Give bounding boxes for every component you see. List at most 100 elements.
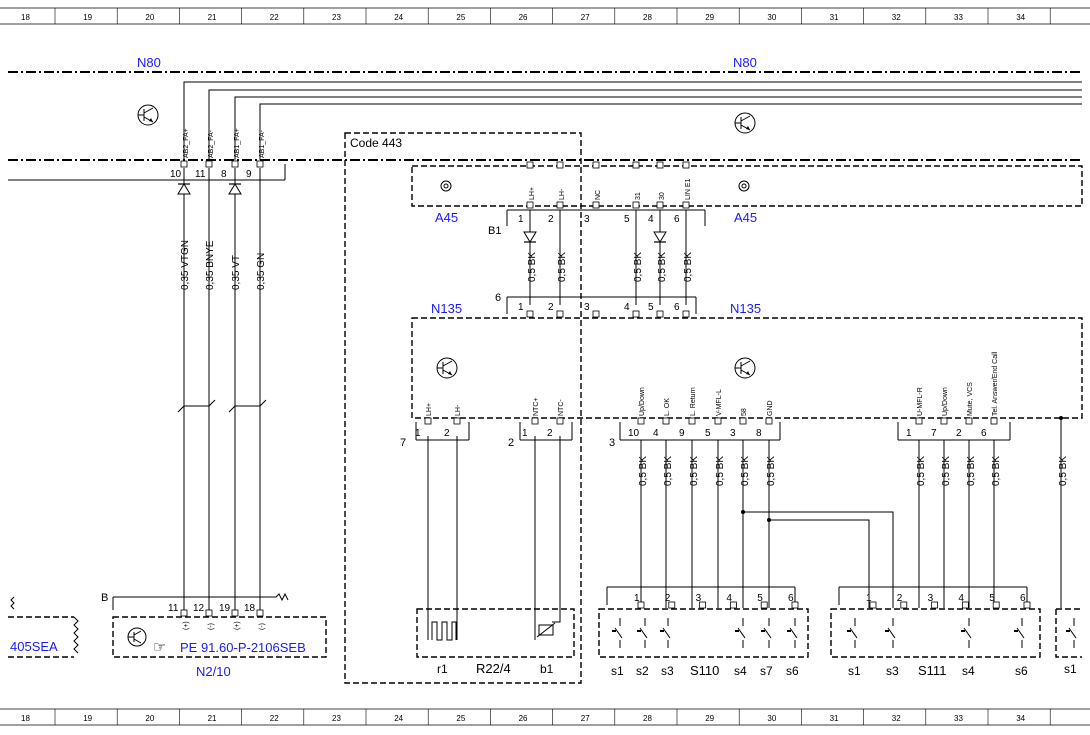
switch-pin-number: 2	[665, 593, 671, 604]
n2-pin-sign: (+)	[183, 621, 190, 630]
s110-switch-label: s1	[611, 664, 624, 678]
pin-socket	[556, 417, 564, 425]
n135-box	[411, 317, 1083, 419]
n2-pin-sign: (+)	[234, 621, 241, 630]
s110-switch-label: s6	[786, 664, 799, 678]
a45-right-label: A45	[734, 210, 757, 225]
ruler-col-label: 24	[394, 714, 403, 723]
switch-icon	[662, 618, 671, 648]
switch-icon	[639, 618, 648, 648]
n80-pin-number: 9	[246, 169, 252, 180]
pin-socket	[231, 160, 239, 168]
signal-wire-gauge: 0,5 BK	[663, 456, 674, 486]
switch-pin-number: 4	[726, 593, 732, 604]
ruler-col-label: 34	[1016, 714, 1025, 723]
signal-wire-gauge: 0,5 BK	[766, 456, 777, 486]
n80-pin-number: 11	[195, 169, 206, 180]
n80-wire-2	[208, 89, 1082, 160]
a45-pin-number: 3	[584, 214, 590, 225]
s110-label: S110	[690, 663, 719, 678]
n135-pin-number: 2	[956, 428, 962, 439]
pin-socket	[592, 161, 600, 169]
switch-pin-number: 1	[634, 593, 640, 604]
n135-pin-number: 2	[547, 428, 553, 439]
switch-icon	[963, 618, 972, 648]
pin-socket	[656, 310, 664, 318]
s110-box	[598, 608, 809, 658]
code-443-box	[344, 132, 582, 684]
pin-socket	[900, 601, 908, 609]
n135-top-pin-number: 1	[518, 302, 524, 313]
n135-top-pin-number: 3	[584, 302, 590, 313]
pe-reference-link[interactable]: PE 91.60-P-2106SEB	[180, 640, 306, 655]
pin-socket	[965, 417, 973, 425]
pin-socket	[526, 161, 534, 169]
ruler-col-label: 30	[767, 714, 776, 723]
pin-socket	[180, 609, 188, 617]
antenna-icon	[738, 180, 750, 192]
switch-pin-number: 2	[897, 593, 903, 604]
a45-connector-label: B1	[488, 225, 501, 237]
ruler-col-label: 22	[270, 13, 279, 22]
n135-pin-number: 5	[705, 428, 711, 439]
ruler-col-label: 24	[394, 13, 403, 22]
pin-socket	[668, 601, 676, 609]
pin-socket	[556, 310, 564, 318]
n2-pin-sign: (-)	[208, 623, 215, 630]
a45-pin-label: LH+	[529, 187, 536, 200]
wire-gauge-label: 0,35 VTGN	[180, 240, 191, 290]
diode-icon	[523, 231, 537, 243]
reference-hand-icon: ☞	[153, 639, 166, 656]
a45-wire-gauge: 0,5 BK	[683, 252, 694, 282]
pin-socket	[205, 160, 213, 168]
n135-pin-number: 1	[415, 428, 421, 439]
ruler-col-label: 20	[145, 13, 154, 22]
ref-405sea-link[interactable]: 405SEA	[10, 639, 58, 654]
n80-left-label: N80	[137, 55, 161, 70]
ruler-col-label: 18	[21, 13, 30, 22]
code-443-label: Code 443	[350, 136, 402, 150]
ruler-col-label: 33	[954, 714, 963, 723]
n135-pin-label: Tel. Answer/End Call	[992, 351, 999, 416]
signal-wire-gauge: 0,5 BK	[916, 456, 927, 486]
n135-pin-label: LH+	[426, 403, 433, 416]
pin-socket	[714, 417, 722, 425]
n135-pin-number: 3	[730, 428, 736, 439]
s110-switch-label: s4	[734, 664, 747, 678]
n2-10-pins: 11(+)12(-)19(+)18(-)	[168, 603, 266, 630]
n135-pin-number: 1	[522, 428, 528, 439]
switch-icon	[1068, 618, 1077, 648]
pin-socket	[256, 160, 264, 168]
pin-socket	[688, 417, 696, 425]
n80-pin-label: AB2_FA-	[208, 129, 215, 158]
pin-socket	[730, 601, 737, 609]
n2-pin-number: 12	[193, 603, 205, 614]
ruler-col-label: 28	[643, 13, 652, 22]
pin-socket	[760, 601, 768, 609]
pin-socket	[992, 601, 1000, 609]
a45-left-label: A45	[435, 210, 458, 225]
ruler-col-label: 19	[83, 13, 92, 22]
ruler-col-label: 22	[270, 714, 279, 723]
connector-3-label: 3	[609, 437, 615, 449]
pin-socket	[531, 417, 539, 425]
pin-socket	[632, 201, 640, 209]
r22-4-box	[416, 608, 575, 658]
a45-pin-number: 2	[548, 214, 554, 225]
pin-socket	[453, 417, 461, 425]
transistor-icon	[734, 112, 756, 134]
pin-socket	[915, 417, 923, 425]
connector-7-label: 7	[400, 437, 406, 449]
switch-icon	[614, 618, 623, 648]
a45-pin-number: 1	[518, 214, 524, 225]
pin-socket	[637, 417, 645, 425]
transistor-icon	[127, 627, 147, 647]
n135-pin-label: Mute, VCS	[967, 382, 974, 416]
n135-pin-label: NTC+	[533, 398, 540, 416]
